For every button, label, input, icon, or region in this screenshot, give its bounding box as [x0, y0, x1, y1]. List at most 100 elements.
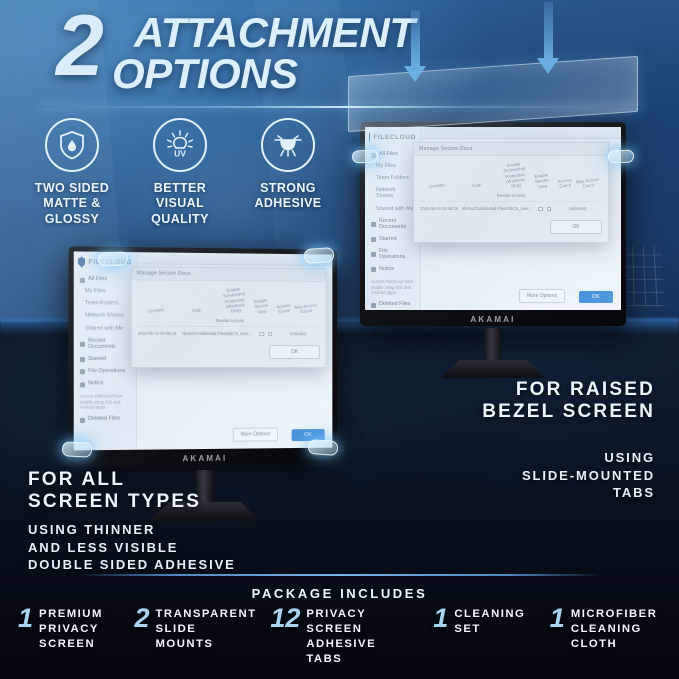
- package-item-label: PRIVACY SCREEN ADHESIVE TABS: [306, 608, 377, 666]
- package-item-qty: 1: [18, 603, 34, 633]
- adhesive-tab-front-left: [61, 441, 93, 458]
- sidebar-item-starred[interactable]: Starred: [369, 234, 416, 246]
- headline-number: 2: [56, 0, 104, 94]
- ok-button[interactable]: OK: [578, 291, 613, 303]
- monitor-front: FILECLOUD All Files My Files Team Folder…: [68, 246, 340, 522]
- monitor-rear-base: [441, 360, 545, 378]
- sidebar-item-shared-with-me[interactable]: Shared with Me: [369, 203, 416, 215]
- dialog-section-label: Revoke Access: [420, 193, 602, 198]
- monitor-rear-screen: FILECLOUD All Files My Files Team Folder…: [365, 127, 621, 310]
- package-item-label: TRANSPARENT SLIDE MOUNTS: [155, 608, 257, 651]
- feature-label: STRONG ADHESIVE: [254, 181, 322, 211]
- insert-arrow-left: [404, 10, 426, 82]
- sidebar-item-label: Starred: [379, 236, 397, 243]
- adhesive-tab-front-top-left: [97, 251, 129, 267]
- package-item-cleaning-set: 1 CLEANING SET: [433, 603, 541, 667]
- slide-mount-tab-rear-right: [607, 149, 635, 164]
- monitor-brand-front: AKAMAI: [182, 453, 228, 464]
- caption-right: FOR RAISED BEZEL SCREEN USING SLIDE-MOUN…: [482, 379, 655, 502]
- footer-divider: [76, 574, 603, 576]
- package-item-label: MICROFIBER CLEANING CLOTH: [570, 608, 658, 651]
- feature-better-visual: UV BETTER VISUAL QUALITY: [130, 118, 230, 227]
- checkbox-screenshot-protection[interactable]: [538, 206, 543, 211]
- insert-arrow-right: [537, 2, 559, 74]
- monitor-rear-neck: [484, 328, 502, 362]
- arrow-head: [537, 58, 559, 74]
- filecloud-logo: FILECLOUD: [369, 132, 416, 143]
- table-row: 2022-05-04 03:48:18 /demo/Confidential F…: [420, 201, 602, 211]
- manage-secure-docs-dialog-rear: Manage Secure Docs Created Path Enable S…: [413, 142, 609, 244]
- sidebar-item-file-operations[interactable]: File Operations: [369, 246, 416, 264]
- feature-strong-adhesive: STRONG ADHESIVE: [238, 118, 338, 227]
- package-includes-title: PACKAGE INCLUDES: [251, 586, 428, 601]
- sidebar-item-label: Network Shares: [376, 188, 414, 200]
- trash-icon: [371, 302, 376, 308]
- cell-created: 2022-05-04 03:48:18: [420, 206, 458, 211]
- cell-max-access: Unlimited: [569, 206, 586, 211]
- sidebar-item-recent-documents[interactable]: Recent Documents: [369, 216, 416, 234]
- feature-label: BETTER VISUAL QUALITY: [151, 181, 209, 226]
- sidebar-item-notice[interactable]: Notice: [369, 264, 416, 276]
- strong-adhesive-icon: [261, 118, 315, 172]
- monitor-brand-rear: AKAMAI: [470, 315, 516, 324]
- filecloud-topbar: [421, 127, 621, 139]
- monitor-rear-frame: FILECLOUD All Files My Files Team Folder…: [360, 122, 626, 326]
- package-item-qty: 12: [270, 603, 301, 633]
- sidebar-item-label: All Files: [379, 151, 398, 158]
- caption-left: FOR ALL SCREEN TYPES USING THINNER AND L…: [28, 469, 236, 574]
- headline-glow-divider: [40, 106, 640, 108]
- filecloud-shield-icon: [369, 132, 371, 143]
- shield-droplet-icon: [45, 118, 99, 172]
- headline-line-1: ATTACHMENT: [134, 9, 415, 56]
- privacy-screen-sheet-rear: [365, 127, 621, 310]
- feature-two-sided: TWO SIDED MATTE & GLOSSY: [22, 118, 122, 227]
- sidebar-item-label: File Operations: [379, 248, 414, 261]
- arrow-head: [404, 66, 426, 82]
- filecloud-logo-text: FILECLOUD: [373, 134, 416, 141]
- svg-text:UV: UV: [174, 149, 186, 159]
- sidebar-note: Access FileCloud from Mobile using iOS a…: [369, 276, 416, 299]
- star-icon: [371, 237, 376, 243]
- dialog-title: Manage Secure Docs: [414, 143, 608, 156]
- dialog-ok-button[interactable]: OK: [550, 220, 602, 235]
- package-item-qty: 1: [433, 603, 449, 633]
- checkbox-secure-view[interactable]: [546, 206, 551, 211]
- adhesive-tab-front-bottom-right: [307, 438, 339, 457]
- caption-right-title: FOR RAISED BEZEL SCREEN: [482, 379, 655, 423]
- privacy-screen-sheet-front: [73, 251, 333, 451]
- cell-path: /demo/Confidential Files/SBCS_over...: [462, 206, 534, 211]
- bell-icon: [371, 267, 376, 273]
- package-item-privacy-screen-adhesive-tabs: 12 PRIVACY SCREEN ADHESIVE TABS: [270, 603, 425, 667]
- headline-block: 2 ATTACHMENT OPTIONS: [56, 0, 516, 98]
- more-options-button[interactable]: More Options: [518, 289, 565, 303]
- monitor-front-base: [149, 502, 261, 522]
- feature-label: TWO SIDED MATTE & GLOSSY: [34, 181, 110, 226]
- package-item-qty: 2: [134, 603, 150, 633]
- filecloud-nav-rear: All Files My Files Team Folders Network …: [369, 149, 416, 310]
- package-item-label: PREMIUM PRIVACY SCREEN: [39, 608, 103, 651]
- caption-right-subtitle: USING SLIDE-MOUNTED TABS: [521, 450, 655, 501]
- feature-list: TWO SIDED MATTE & GLOSSY UV: [22, 118, 342, 227]
- sidebar-item-team-folders[interactable]: Team Folders: [369, 173, 416, 185]
- package-item-transparent-slide-mounts: 2 TRANSPARENT SLIDE MOUNTS: [134, 603, 262, 667]
- sidebar-item-deleted-files[interactable]: Deleted Files: [369, 299, 416, 310]
- sidebar-item-label: Team Folders: [376, 175, 409, 182]
- package-item-premium-privacy-screen: 1 PREMIUM PRIVACY SCREEN: [18, 603, 126, 667]
- sidebar-item-network-shares[interactable]: Network Shares: [369, 185, 416, 203]
- filecloud-app-rear: FILECLOUD All Files My Files Team Folder…: [365, 127, 621, 310]
- headline-line-2: OPTIONS: [112, 50, 298, 98]
- clock-icon: [371, 222, 376, 228]
- sidebar-item-my-files[interactable]: My Files: [369, 161, 416, 173]
- sidebar-item-label: Recent Documents: [379, 218, 414, 231]
- package-item-microfiber-cleaning-cloth: 1 MICROFIBER CLEANING CLOTH: [549, 603, 666, 667]
- monitor-rear: FILECLOUD All Files My Files Team Folder…: [360, 122, 626, 378]
- package-item-qty: 1: [549, 603, 565, 633]
- monitor-front-screen: FILECLOUD All Files My Files Team Folder…: [73, 251, 333, 451]
- sidebar-item-label: Shared with Me: [376, 206, 413, 213]
- caption-left-subtitle: USING THINNER AND LESS VISIBLE DOUBLE SI…: [28, 522, 236, 573]
- sidebar-item-label: Notice: [379, 266, 394, 273]
- uv-lightbulb-icon: UV: [153, 118, 207, 172]
- package-items-row: 1 PREMIUM PRIVACY SCREEN 2 TRANSPARENT S…: [18, 603, 666, 667]
- slide-mount-tab-rear-left: [351, 149, 379, 164]
